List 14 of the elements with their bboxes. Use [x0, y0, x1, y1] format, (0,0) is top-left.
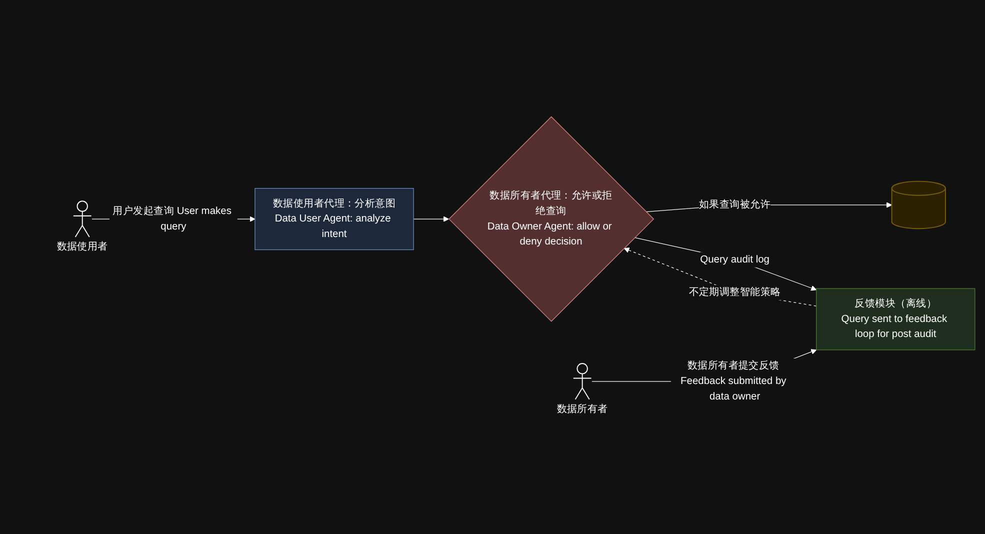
edge-label: 不定期调整智能策略 [688, 286, 781, 298]
edge-label: 数据所有者提交反馈 Feedback submitted by data owner [680, 360, 786, 402]
edge-label: 用户发起查询 User makes query [112, 206, 232, 232]
node-box: 反馈模块（离线） Query sent to feedback loop for post audit [816, 288, 976, 350]
node-box: 数据使用者代理：分析意图 Data User Agent: analyze intent [254, 188, 414, 250]
node-diamond: 数据所有者代理：允许或拒绝查询 Data Owner Agent: allow or deny decision [448, 116, 654, 322]
arrow [624, 248, 817, 306]
edge-label: 如果查询被允许 [699, 199, 771, 210]
arrow [413, 216, 449, 222]
node-label: 数据使用者 [56, 241, 108, 252]
arrow [634, 237, 817, 291]
node-cylinder [891, 180, 946, 230]
edge-label: Query audit log [700, 254, 770, 265]
node-label: 数据所有者 [556, 404, 608, 415]
